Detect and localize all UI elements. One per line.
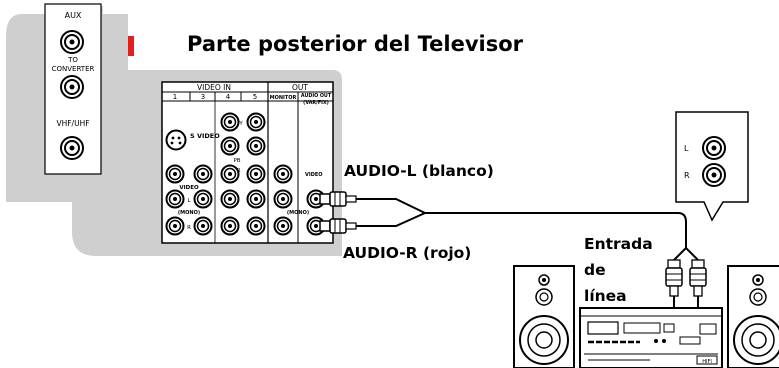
component-y2-jack[interactable] xyxy=(246,112,266,132)
audio-r-jack-3[interactable] xyxy=(193,216,213,236)
component-pb-jack[interactable] xyxy=(220,136,240,156)
out-header: OUT xyxy=(292,83,308,92)
s-video-label: S VIDEO xyxy=(190,132,220,140)
audio-l-label: AUDIO-L (blanco) xyxy=(344,162,494,180)
entrada-label-2: de xyxy=(584,261,606,279)
audio-l-jack-4[interactable] xyxy=(220,189,240,209)
to-converter-jack[interactable] xyxy=(60,75,84,99)
bubble-r-jack[interactable] xyxy=(702,163,726,187)
audio-r-jack-5[interactable] xyxy=(246,216,266,236)
right-speaker xyxy=(727,265,779,368)
video-jack-5[interactable] xyxy=(246,164,266,184)
audio-out-label: AUDIO OUT xyxy=(301,93,332,99)
antenna-strip: AUX TO CONVERTER VHF/UHF xyxy=(44,3,102,175)
audio-l-jack-1[interactable] xyxy=(165,189,185,209)
aux-label: AUX xyxy=(65,11,82,20)
l-label: L xyxy=(187,198,191,204)
audio-r-monitor-jack[interactable] xyxy=(273,216,293,236)
audio-l-jack-3[interactable] xyxy=(193,189,213,209)
video-in-header: VIDEO IN xyxy=(197,83,231,92)
left-speaker xyxy=(513,265,575,368)
rca-plug-receiver-l[interactable] xyxy=(665,259,683,308)
audio-cable xyxy=(356,198,699,261)
video-jack-4[interactable] xyxy=(220,164,240,184)
y-label: Y xyxy=(238,121,243,127)
page-title: Parte posterior del Televisor xyxy=(187,32,524,56)
converter-label: CONVERTER xyxy=(52,65,95,73)
bubble-l-label: L xyxy=(684,144,689,153)
audio-l-jack-5[interactable] xyxy=(246,189,266,209)
jack-panel: VIDEO IN OUT 1 3 4 5 MONITOR AUDIO OUT (… xyxy=(161,81,334,244)
mono-left-label: (MONO) xyxy=(178,210,200,216)
video-left-label: VIDEO xyxy=(179,185,199,191)
video-out-jack[interactable] xyxy=(273,164,293,184)
col-5-label: 5 xyxy=(253,93,257,101)
audio-r-jack-4[interactable] xyxy=(220,216,240,236)
bubble-r-label: R xyxy=(684,171,690,180)
bubble-l-jack[interactable] xyxy=(702,136,726,160)
receiver-badge: HIFI xyxy=(702,359,712,365)
var-fix-label: (VAR/FIX) xyxy=(303,100,329,106)
rca-plug-red[interactable] xyxy=(319,218,357,234)
entrada-label-3: línea xyxy=(584,287,627,305)
to-label: TO xyxy=(67,56,78,64)
audio-l-monitor-jack[interactable] xyxy=(273,189,293,209)
col-3-label: 3 xyxy=(201,93,205,101)
input-callout-bubble: L R xyxy=(675,111,749,222)
component-y-jack[interactable] xyxy=(220,112,240,132)
video-right-label: VIDEO xyxy=(305,172,323,178)
component-pb2-jack[interactable] xyxy=(246,136,266,156)
aux-jack[interactable] xyxy=(60,30,84,54)
col-4-label: 4 xyxy=(226,93,231,101)
pb-label: PB xyxy=(233,158,240,164)
s-video-jack[interactable] xyxy=(165,129,187,151)
r-label: R xyxy=(187,225,191,231)
col-1-label: 1 xyxy=(173,93,177,101)
video-jack-3[interactable] xyxy=(193,164,213,184)
vhf-uhf-jack[interactable] xyxy=(60,136,84,160)
mono-right-label: (MONO) xyxy=(287,210,309,216)
entrada-label-1: Entrada xyxy=(584,235,653,253)
rca-plug-white[interactable] xyxy=(319,191,357,207)
audio-r-jack-1[interactable] xyxy=(165,216,185,236)
audio-r-label: AUDIO-R (rojo) xyxy=(343,244,471,262)
video-jack-1[interactable] xyxy=(165,164,185,184)
audio-receiver: HIFI xyxy=(579,307,723,368)
red-marker xyxy=(128,36,134,56)
monitor-label: MONITOR xyxy=(270,95,297,101)
rca-plug-receiver-r[interactable] xyxy=(689,259,707,308)
vhf-uhf-label: VHF/UHF xyxy=(56,119,89,128)
